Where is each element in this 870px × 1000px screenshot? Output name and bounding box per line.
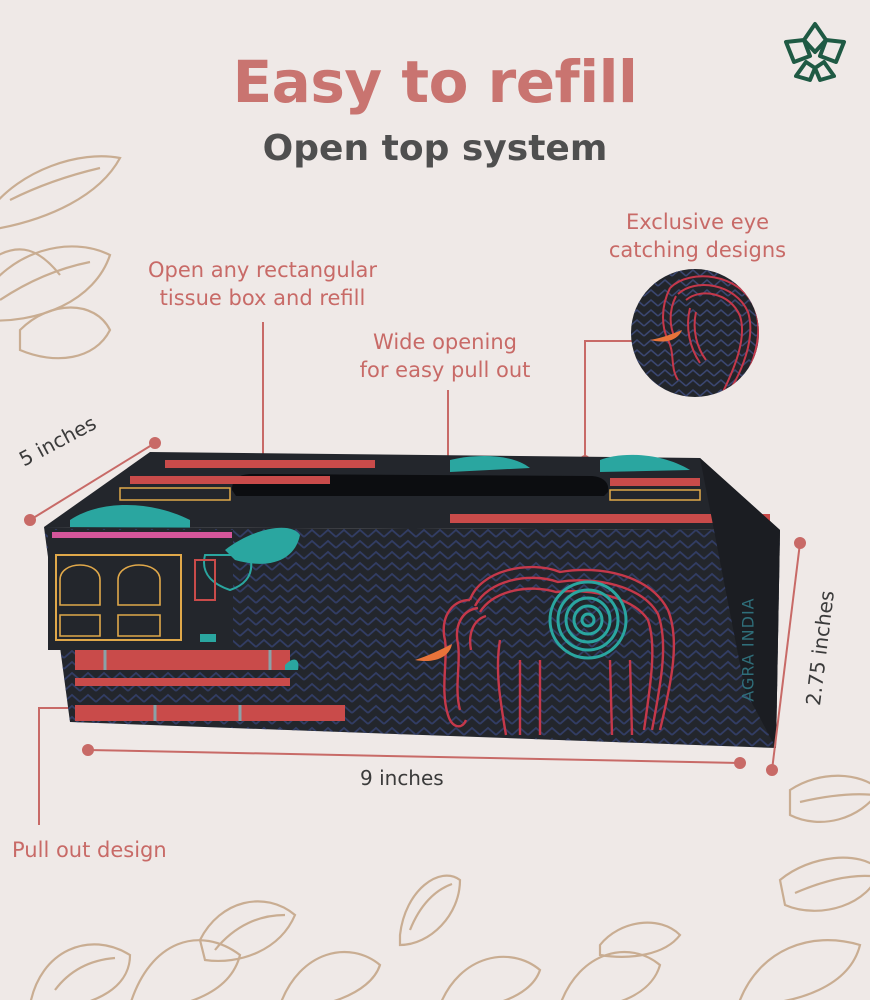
width-dimension-label: 9 inches xyxy=(360,766,444,790)
leader-pull-out-h xyxy=(38,707,82,709)
height-line xyxy=(771,542,801,771)
pistachio-outline-icon xyxy=(0,155,870,1000)
leader-pull-out-v xyxy=(38,707,40,825)
elephant-tusk xyxy=(415,644,452,662)
top-face-pattern xyxy=(70,454,770,528)
leader-refill xyxy=(262,322,264,458)
leader-designs-v xyxy=(584,340,586,458)
depth-line xyxy=(29,442,156,521)
elephant-illustration xyxy=(442,565,676,736)
callout-refill: Open any rectangular tissue box and refi… xyxy=(147,258,378,310)
width-line xyxy=(87,749,741,764)
callout-exclusive-designs: Exclusive eye catching designs xyxy=(608,210,787,262)
page-subtitle: Open top system xyxy=(262,128,608,169)
leader-opening xyxy=(447,390,449,486)
design-detail-circle xyxy=(631,269,759,397)
callout-wide-opening: Wide opening for easy pull out xyxy=(359,330,531,382)
box-side-face xyxy=(700,458,780,748)
elephant-spiral xyxy=(548,580,628,660)
callout-pull-out: Pull out design xyxy=(12,838,167,862)
leader-designs-h xyxy=(584,340,632,342)
page-title: Easy to refill xyxy=(232,48,638,116)
lotus-logo-icon xyxy=(784,22,846,82)
front-face-architecture xyxy=(48,527,345,721)
